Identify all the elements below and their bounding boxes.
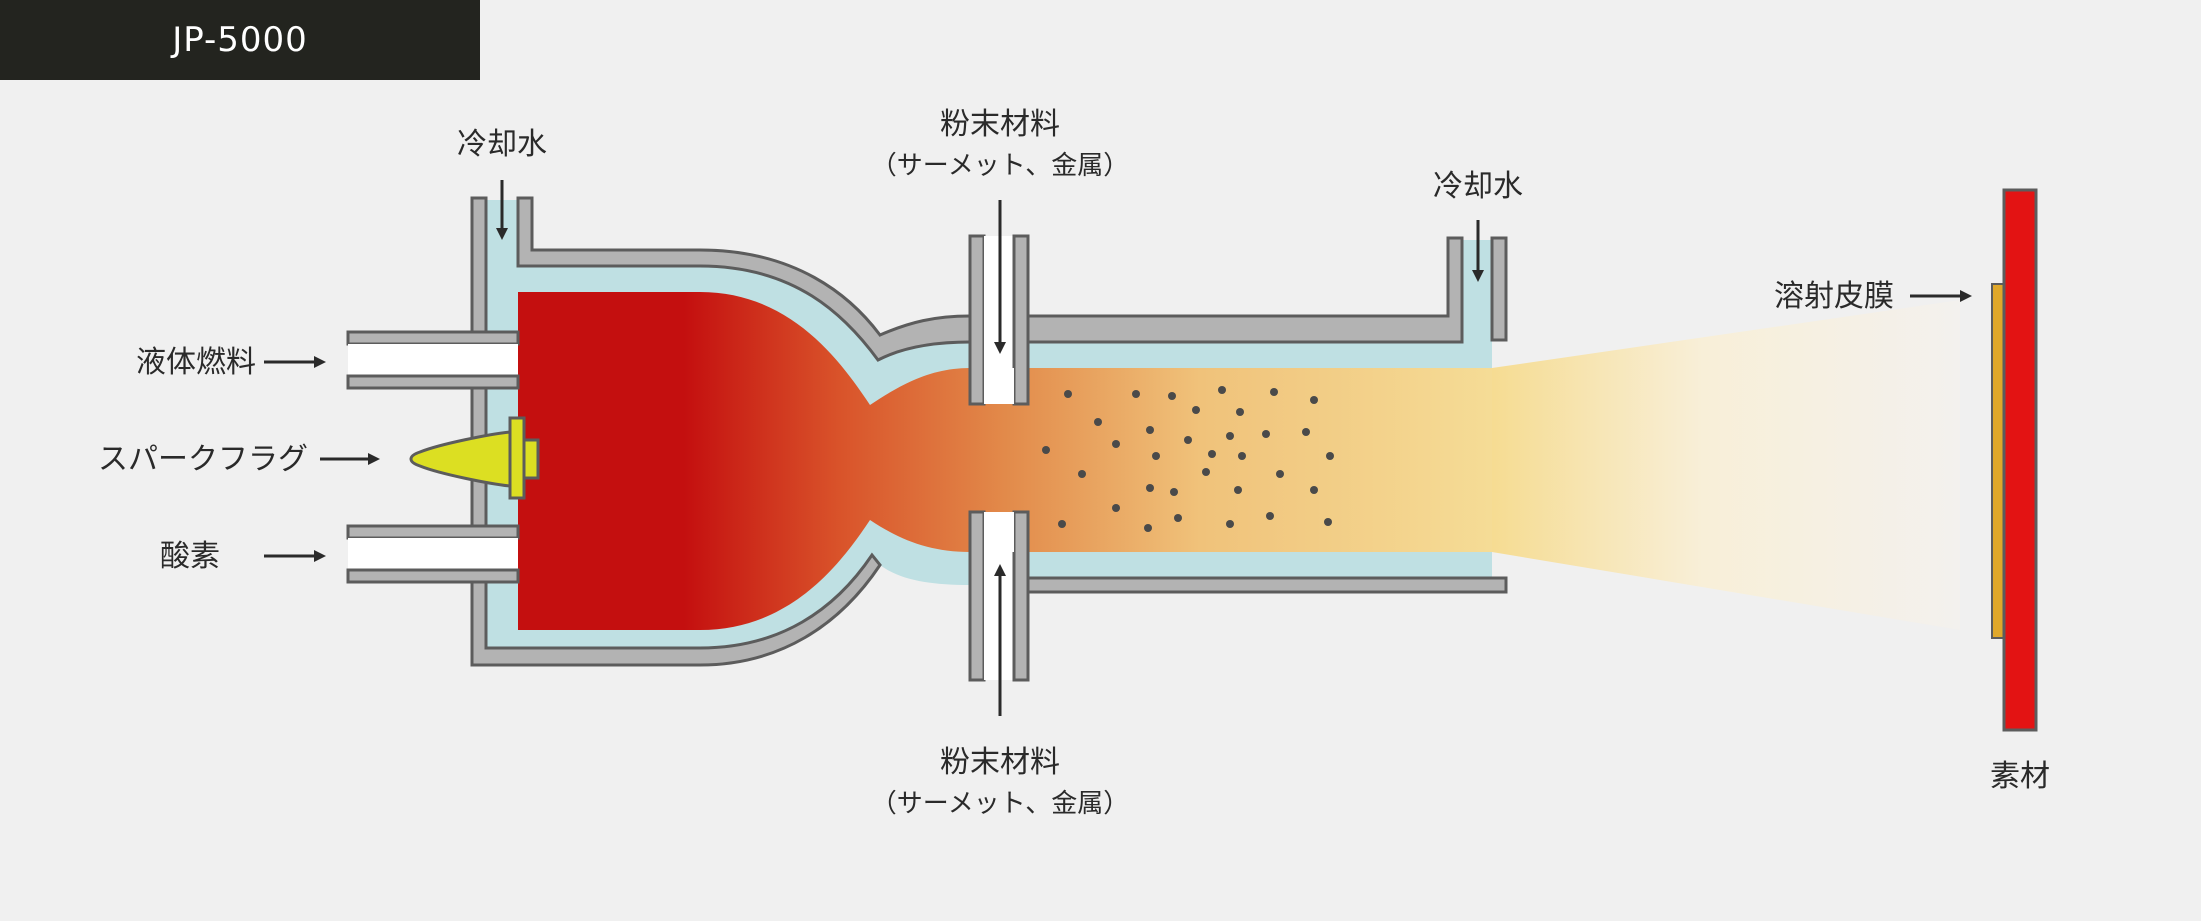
oxygen-pipe: [346, 524, 520, 584]
spray-plume: [1492, 300, 1960, 630]
arrow-cooling-water-right: [1472, 220, 1484, 282]
arrow-sprayed-coating: [1910, 290, 1972, 302]
label-powder-top-line2: （サーメット、金属）: [871, 151, 1129, 181]
arrow-powder-top: [994, 200, 1006, 354]
arrow-oxygen: [264, 550, 326, 562]
label-powder-bottom-line2: （サーメット、金属）: [871, 789, 1129, 819]
outer-wall-upper: [516, 196, 1464, 362]
label-substrate: 素材: [1990, 759, 2050, 794]
label-liquid-fuel: 液体燃料: [136, 345, 256, 380]
label-sprayed-coating: 溶射皮膜: [1774, 279, 1894, 314]
label-powder-bottom-line1: 粉末材料: [940, 745, 1060, 780]
title-bar: JP-5000: [0, 0, 480, 80]
arrow-spark-plug: [320, 453, 380, 465]
arrow-liquid-fuel: [264, 356, 326, 368]
label-cooling-water-right: 冷却水: [1433, 169, 1523, 204]
label-oxygen: 酸素: [160, 539, 220, 574]
label-spark-plug: スパークフラグ: [98, 442, 308, 477]
page-title: JP-5000: [172, 20, 308, 60]
label-cooling-water-left: 冷却水: [457, 127, 547, 162]
label-powder-top-line1: 粉末材料: [940, 107, 1060, 142]
coolant-outlet-wall: [1490, 236, 1508, 342]
outer-wall-top: [470, 196, 882, 667]
substrate: [2002, 188, 2038, 732]
spark-plug: [409, 416, 540, 500]
arrow-cooling-water-left: [496, 180, 508, 240]
sprayed-coating: [1991, 283, 2005, 639]
fuel-pipe: [346, 330, 520, 390]
powder-particles: [1042, 386, 1334, 532]
outer-wall-lower: [1008, 576, 1508, 594]
arrow-powder-bottom: [994, 564, 1006, 716]
flame: [518, 292, 1492, 630]
